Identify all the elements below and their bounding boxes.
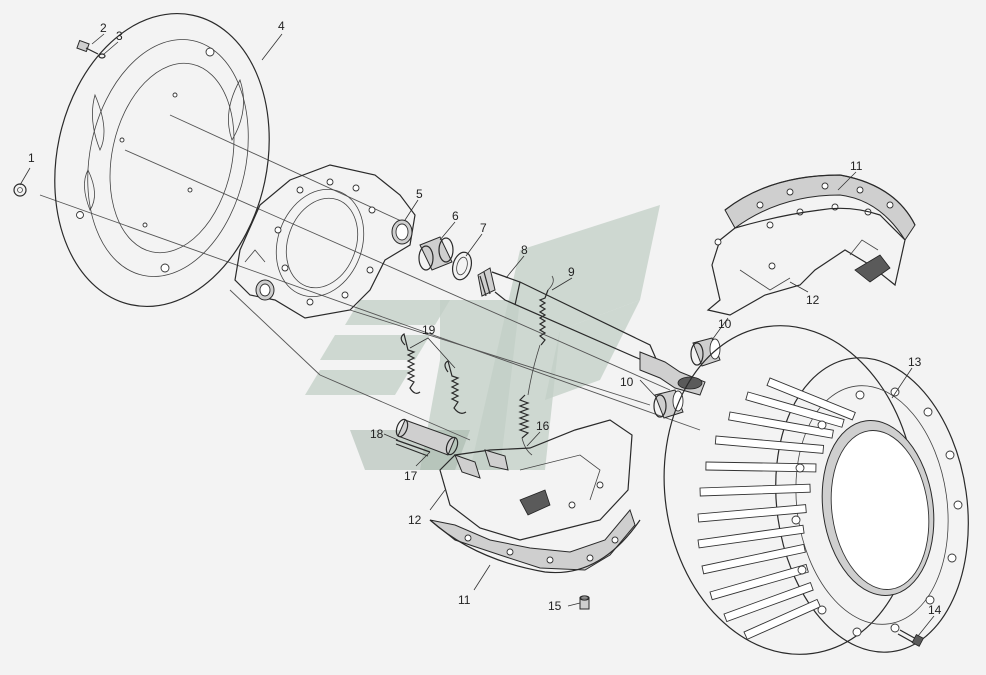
pin-part-18	[395, 439, 431, 457]
callout-3: 3	[116, 29, 123, 43]
callout-8: 8	[521, 243, 528, 257]
callout-7: 7	[480, 221, 487, 235]
callout-12-lower: 12	[408, 513, 422, 527]
callout-12-upper: 12	[806, 293, 820, 307]
seal-ring-part-7	[451, 251, 473, 281]
bolt-part-15	[579, 595, 590, 610]
springs-part-19	[400, 333, 467, 414]
callout-labels: 1 2 3 4 5 6 7 8 9 10 10 11 11 12 12 13 1…	[28, 19, 942, 617]
callout-9: 9	[568, 265, 575, 279]
callout-10-lower: 10	[620, 375, 634, 389]
assembly-axis-lines	[39, 114, 701, 441]
drum-bolt-holes	[791, 387, 963, 637]
callout-19: 19	[422, 323, 436, 337]
callout-2: 2	[100, 21, 107, 35]
callout-5: 5	[416, 187, 423, 201]
brake-spider-bracket	[234, 164, 416, 319]
brake-shoe-lower	[439, 419, 633, 541]
camshaft-part-8	[477, 267, 706, 396]
leader-lines	[19, 33, 935, 637]
callout-1: 1	[28, 151, 35, 165]
bolt-part-14	[897, 629, 924, 647]
washer-part-3	[98, 53, 106, 59]
brake-lining-upper	[724, 174, 916, 241]
callout-6: 6	[452, 209, 459, 223]
roller-part-10-upper	[690, 337, 721, 367]
callout-15: 15	[548, 599, 562, 613]
bolt-part-2	[76, 39, 99, 55]
callout-11-lower: 11	[458, 593, 471, 607]
brake-drum	[663, 325, 969, 655]
callout-18: 18	[370, 427, 384, 441]
callout-16: 16	[536, 419, 550, 433]
anchor-pin-part-17	[395, 418, 459, 456]
callout-13: 13	[908, 355, 922, 369]
callout-11-upper: 11	[850, 159, 863, 173]
roller-part-10-lower	[653, 389, 684, 419]
brake-lining-lower	[429, 508, 641, 574]
watermark-logo	[305, 205, 660, 470]
bushing-part-6	[418, 236, 454, 271]
brake-shoe-upper	[706, 207, 906, 316]
dust-shield-plate	[54, 12, 270, 308]
drum-cooling-fins	[697, 377, 856, 640]
return-spring-part-9	[527, 275, 554, 396]
callout-17: 17	[404, 469, 418, 483]
callout-4: 4	[278, 19, 285, 33]
callout-14: 14	[928, 603, 942, 617]
callout-10-upper: 10	[718, 317, 732, 331]
nut-part-1	[13, 183, 27, 197]
